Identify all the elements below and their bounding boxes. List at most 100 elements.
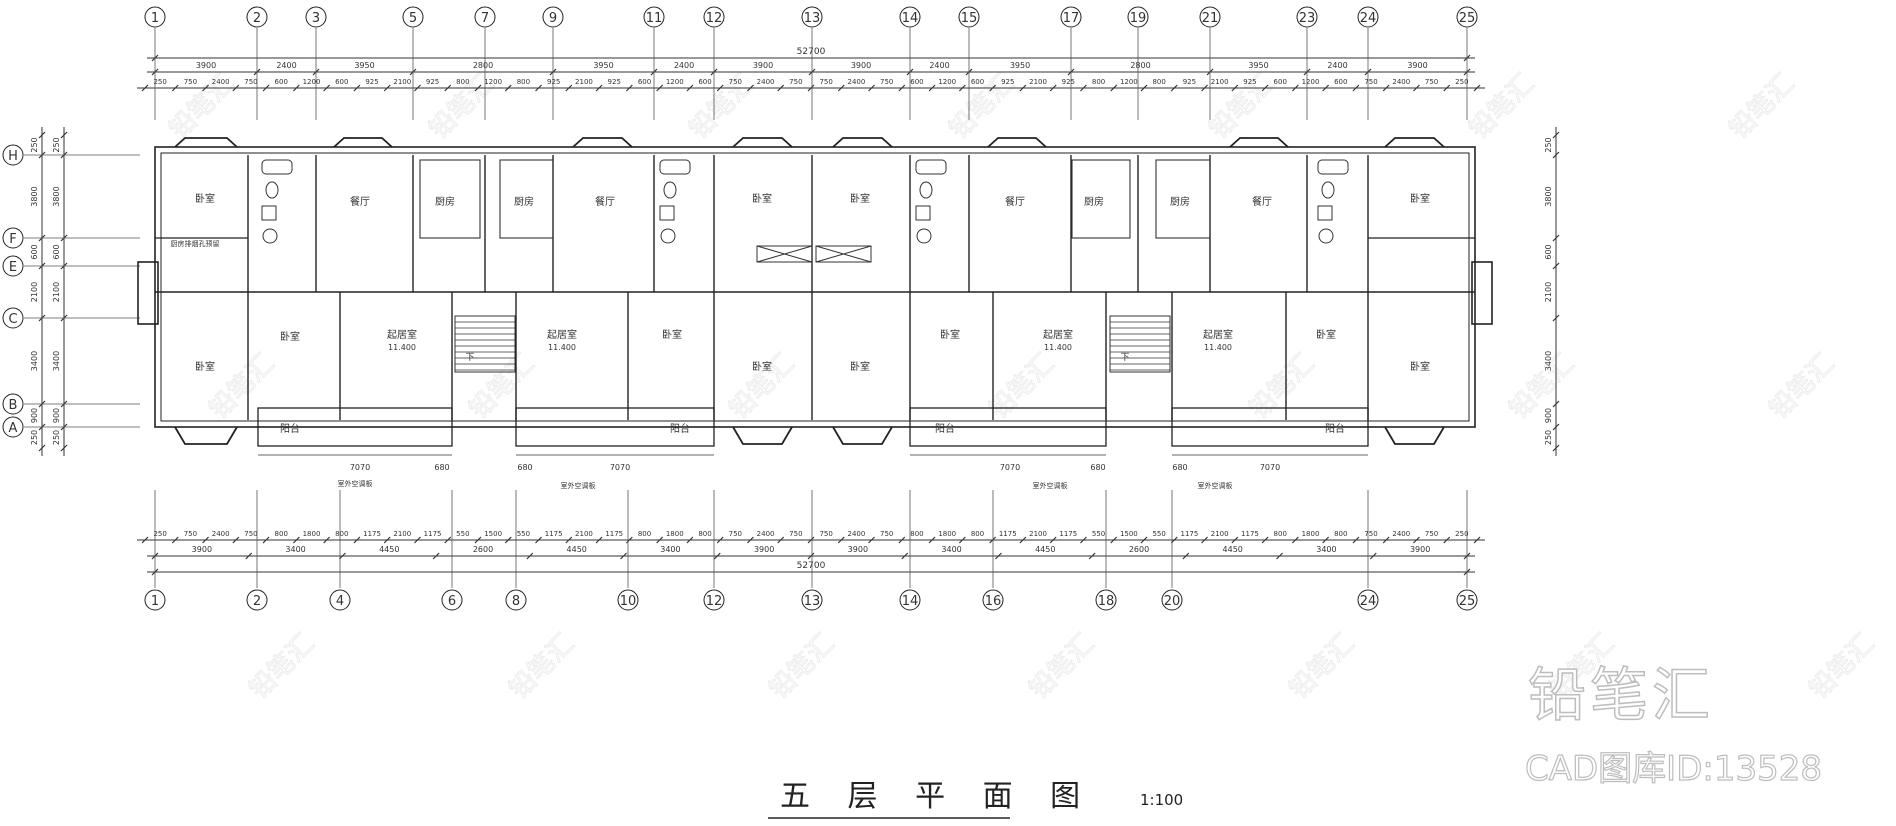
dim-total-top-text: 52700 (797, 47, 826, 57)
room-label-dining: 餐厅 (595, 195, 615, 208)
bay-window-bottom (174, 426, 238, 445)
dim-row2-bottom-text: 3900 (192, 545, 212, 554)
dim-row3-top-tick (565, 84, 573, 92)
dim-row1-bottom-text: 750 (184, 530, 197, 538)
dim-left-outer-text: 3400 (30, 351, 39, 371)
toilet (919, 181, 933, 199)
balcony-dim-text: 7070 (350, 463, 370, 472)
dim-row3-top-tick (141, 84, 149, 92)
axis-bubble-top (1296, 6, 1318, 28)
room-label-bedroom: 卧室 (195, 192, 215, 205)
room-label-bedroom: 卧室 (940, 328, 960, 341)
watermark-layer: 铅笔汇铅笔汇铅笔汇铅笔汇铅笔汇铅笔汇铅笔汇铅笔汇铅笔汇铅笔汇铅笔汇铅笔汇铅笔汇铅… (163, 68, 1880, 705)
axis-bubble-left (2, 307, 24, 329)
dim-row3-top-tick (625, 84, 633, 92)
dim-row2-bottom-tick (1369, 552, 1377, 560)
dim-row3-top-text: 2100 (1029, 78, 1047, 86)
room-label-living: 起居室 (1203, 328, 1233, 341)
watermark-tile-text: 铅笔汇 (724, 349, 800, 425)
dim-row1-bottom-text: 1175 (424, 530, 442, 538)
stair-well (1109, 315, 1171, 373)
dim-row1-bottom-tick (171, 536, 179, 544)
axis-bubble-bottom (505, 589, 527, 611)
dim-left-inner-text: 3400 (52, 351, 61, 371)
dim-row1-bottom-tick (262, 536, 270, 544)
sink (1317, 205, 1333, 221)
dim-row1-bottom-text: 750 (789, 530, 802, 538)
closet-x (815, 245, 872, 263)
axis-label-bottom: 24 (1360, 594, 1377, 609)
room-label-bedroom: 卧室 (1316, 328, 1336, 341)
axis-label-top: 17 (1063, 11, 1080, 26)
dim-row2-bottom-text: 4450 (1223, 545, 1243, 554)
balcony (909, 407, 1107, 447)
room-label-kitchen: 厨房 (514, 195, 534, 208)
axis-bubble-top (474, 6, 496, 28)
bay-window-top (1384, 137, 1445, 148)
dim-row2-top-text: 3900 (196, 61, 216, 70)
dim-row3-top-tick (474, 84, 482, 92)
watermark-tile: 铅笔汇 (723, 348, 800, 425)
dim-left-inner-text: 900 (52, 408, 61, 423)
axis-bubble-top (1357, 6, 1379, 28)
dim-row3-top-text: 1200 (303, 78, 321, 86)
dim-right-text: 600 (1544, 244, 1553, 259)
dim-row3-top-tick (837, 84, 845, 92)
kitchen-counter (419, 159, 481, 239)
room-label-dining: 餐厅 (1005, 195, 1025, 208)
dim-row3-top-tick (292, 84, 300, 92)
dim-row3-top-text: 925 (547, 78, 560, 86)
bay-window-top (832, 137, 893, 148)
dim-row1-bottom-text: 250 (153, 530, 166, 538)
floor-level-label: 11.400 (1204, 343, 1232, 352)
dim-row1-bottom-tick (686, 536, 694, 544)
room-label-kitchen: 厨房 (435, 195, 455, 208)
dim-row3-top-tick (1140, 84, 1148, 92)
dim-row3-top-tick (1382, 84, 1390, 92)
dim-left-outer-text: 900 (30, 408, 39, 423)
dim-right-text: 2100 (1544, 282, 1553, 302)
dim-row3-top-tick (1201, 84, 1208, 92)
toilet (663, 181, 677, 199)
axis-label-bottom: 16 (985, 594, 1002, 609)
dim-row3-top-text: 2100 (393, 78, 411, 86)
bay-window-top (987, 137, 1047, 148)
dim-row3-top-tick (414, 84, 421, 92)
axis-label-left: H (8, 149, 18, 164)
watermark-tile-text: 铅笔汇 (504, 629, 580, 705)
dim-row3-top-tick (716, 84, 724, 92)
kitchen-counter (499, 159, 554, 239)
dim-row1-bottom-text: 1800 (1302, 530, 1320, 538)
dim-row1-bottom-tick (1382, 536, 1390, 544)
dim-row2-top-text: 2400 (674, 61, 694, 70)
watermark-tile-text: 铅笔汇 (1724, 69, 1800, 145)
dim-right-tick (1552, 400, 1560, 408)
dim-row2-bottom-text: 4450 (379, 545, 399, 554)
axis-label-top: 9 (549, 11, 557, 26)
dim-row3-top-text: 925 (1062, 78, 1075, 86)
dim-row3-top-text: 750 (789, 78, 802, 86)
axis-bubble-top (144, 6, 166, 28)
dim-row3-top-text: 750 (1425, 78, 1438, 86)
axis-bubble-top (899, 6, 921, 28)
axis-bubble-bottom (1456, 589, 1478, 611)
axis-bubble-bottom (329, 589, 351, 611)
dim-row3-top-tick (444, 84, 452, 92)
axis-label-top: 11 (646, 11, 663, 26)
dim-row1-bottom-tick (444, 536, 452, 544)
drawing-scale: 1:100 (1140, 791, 1183, 809)
axis-label-top: 23 (1299, 11, 1316, 26)
toilet (1321, 181, 1335, 199)
watermark-tile: 铅笔汇 (1283, 628, 1360, 705)
axis-bubble-bottom (441, 589, 463, 611)
dim-row2-bottom-tick (713, 552, 721, 560)
room-label-dining: 餐厅 (1252, 195, 1272, 208)
room-label-bedroom: 卧室 (195, 360, 215, 373)
dim-row1-bottom-tick (625, 536, 633, 544)
ac-board-note: 室外空调板 (561, 481, 596, 490)
dim-right-tick (1552, 314, 1560, 322)
dim-row3-top-text: 2100 (575, 78, 593, 86)
dim-row3-top-text: 250 (153, 78, 166, 86)
room-label-bedroom: 卧室 (1410, 192, 1430, 205)
